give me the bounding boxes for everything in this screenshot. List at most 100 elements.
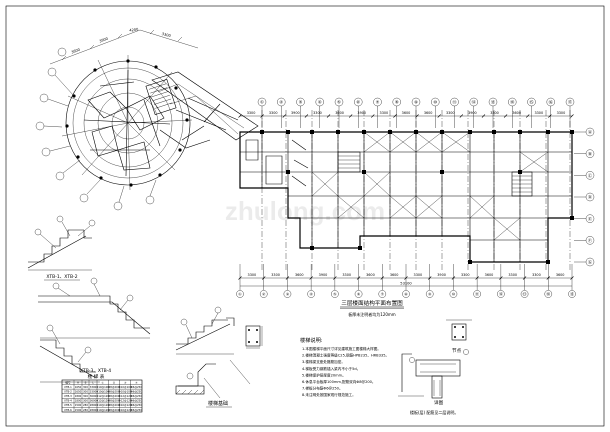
table-header-cell: ② <box>113 381 116 384</box>
axis-bubble-right <box>585 257 595 267</box>
table-cell: Φ12@120 <box>96 394 109 398</box>
axis-bubble-right <box>585 149 595 158</box>
table-cell: 1650 <box>75 385 82 389</box>
table-cell: XTB-5 <box>64 403 72 407</box>
axis-label-top: ⑩ <box>433 100 437 105</box>
table-cell: 2800 <box>90 403 97 407</box>
table-header-cell: ④ <box>135 381 138 384</box>
stair-section-xtb-3-4 <box>38 277 151 339</box>
axis-label-bottom: ⑨ <box>428 291 432 296</box>
node-detail: 详图 楼板(层) 配筋见二层说明。 <box>398 349 469 415</box>
table-cell: Φ8@200 <box>108 408 120 412</box>
table-cell: 1650 <box>75 390 82 394</box>
dim-label-top: 3300 <box>490 111 499 115</box>
dim-label-top: 3300 <box>313 111 322 115</box>
axis-label-top: ⑧ <box>395 100 399 105</box>
dim-label-top: 3300 <box>247 111 256 115</box>
circular-wing-plan <box>35 29 199 211</box>
table-cell: 1500 <box>75 408 82 412</box>
arc-dim-label: 3900 <box>99 36 110 43</box>
stair-section-label-mid: XTB-3、XTB-4 <box>80 368 111 374</box>
axis-label-bottom: ③ <box>286 291 290 296</box>
axis-bubble-top <box>527 97 536 107</box>
axis-label-top: ⑫ <box>472 99 477 106</box>
axis-bubble-bottom <box>259 290 268 298</box>
beam-cross-section <box>245 325 263 349</box>
table-cell: XTB-4 <box>64 399 72 403</box>
dim-label-top: 3300 <box>446 111 455 115</box>
dim-label-bottom: 3300 <box>532 273 541 277</box>
dim-label-top: 3900 <box>357 111 366 115</box>
table-cell: Φ10@120 <box>96 408 109 412</box>
axis-label-bottom: ⑬ <box>523 291 527 296</box>
stair-foundation-detail: 楼梯基础 <box>175 359 251 408</box>
axis-bubble-top <box>546 97 555 107</box>
table-cell: Φ10@100 <box>119 385 132 389</box>
table-cell: Φ6@250 <box>131 399 143 403</box>
axis-label-bottom: ⑪ <box>475 291 479 296</box>
watermark: zhulong.com <box>225 196 385 226</box>
axis-bubble-right <box>585 236 595 245</box>
axis-bubble-top <box>431 97 440 107</box>
axis-bubble-top <box>565 97 575 107</box>
table-cell: Φ8@200 <box>108 394 120 398</box>
axis-bubble-top <box>450 97 459 107</box>
table-cell: 1800 <box>75 394 82 398</box>
axis-label-bottom: ⑤ <box>333 291 337 296</box>
axis-bubble-right <box>585 127 595 137</box>
axis-bubble-top <box>334 97 344 107</box>
connector-wing <box>145 71 259 149</box>
table-cell: Φ10@100 <box>96 385 109 389</box>
axis-label-top: ⑪ <box>452 99 457 106</box>
dim-label-top: 3600 <box>512 111 521 115</box>
table-cell: 280 <box>83 408 88 412</box>
table-cell: XTB-3 <box>64 394 72 398</box>
table-cell: 3600 <box>90 399 97 403</box>
axis-label-right: Ⓖ <box>588 259 593 266</box>
dim-label-bottom: 3300 <box>461 273 470 277</box>
stair-section-xtb-5-6: XTB-3、XTB-4 <box>39 324 111 383</box>
dim-label-top: 3600 <box>335 111 344 115</box>
axis-bubble-top <box>488 97 498 107</box>
table-cell: Φ8@200 <box>108 403 120 407</box>
dim-label-bottom: 3900 <box>319 273 328 277</box>
table-cell: 280 <box>83 403 88 407</box>
axis-bubble-top <box>411 97 421 107</box>
table-cell: 1800 <box>75 399 82 403</box>
table-header-cell: 编号 <box>65 380 71 384</box>
axis-bubble-bottom <box>473 290 481 298</box>
axis-label-top: ③ <box>299 100 303 105</box>
table-cell: 300 <box>83 390 88 394</box>
axis-bubble-top <box>469 97 478 107</box>
table-header-cell: L <box>92 380 94 384</box>
table-header-cell: ③ <box>124 381 127 384</box>
dim-label-bottom: 3600 <box>485 273 494 277</box>
axis-bubble-bottom <box>307 290 315 298</box>
main-plan-note: 板厚未注明者均为120mm <box>348 311 396 317</box>
axis-label-bottom: ⑧ <box>404 291 408 296</box>
dim-label-bottom: 3300 <box>271 273 280 277</box>
stair-notes: 楼梯说明: 1.本图楼梯平面尺寸详见建筑施工图楼梯大样图。2.楼梯混凝土强度等级… <box>300 336 389 397</box>
main-wing-plan <box>239 110 574 270</box>
bottom-caption: 楼板(层) 配筋见二层说明。 <box>410 409 458 415</box>
dim-label-top: 3300 <box>380 111 389 115</box>
table-cell: Φ10@120 <box>96 403 109 407</box>
table-cell: Φ10@120 <box>119 403 132 407</box>
table-cell: Φ8@200 <box>108 399 120 403</box>
axis-label-top: ⑮ <box>529 99 534 106</box>
table-cell: Φ8@200 <box>108 385 120 389</box>
arc-dim-label: 3300 <box>161 32 172 38</box>
dim-label-bottom: 3300 <box>508 273 517 277</box>
axis-label-top: ⑬ <box>491 99 496 106</box>
notes-line: 4.梯板受力钢筋锚入梁内不小于5d。 <box>302 366 360 371</box>
axis-bubble-right <box>585 214 595 223</box>
axis-bubble-top <box>354 97 363 107</box>
axis-bubble-bottom <box>354 290 363 298</box>
axis-label-top: ⑥ <box>356 100 360 105</box>
